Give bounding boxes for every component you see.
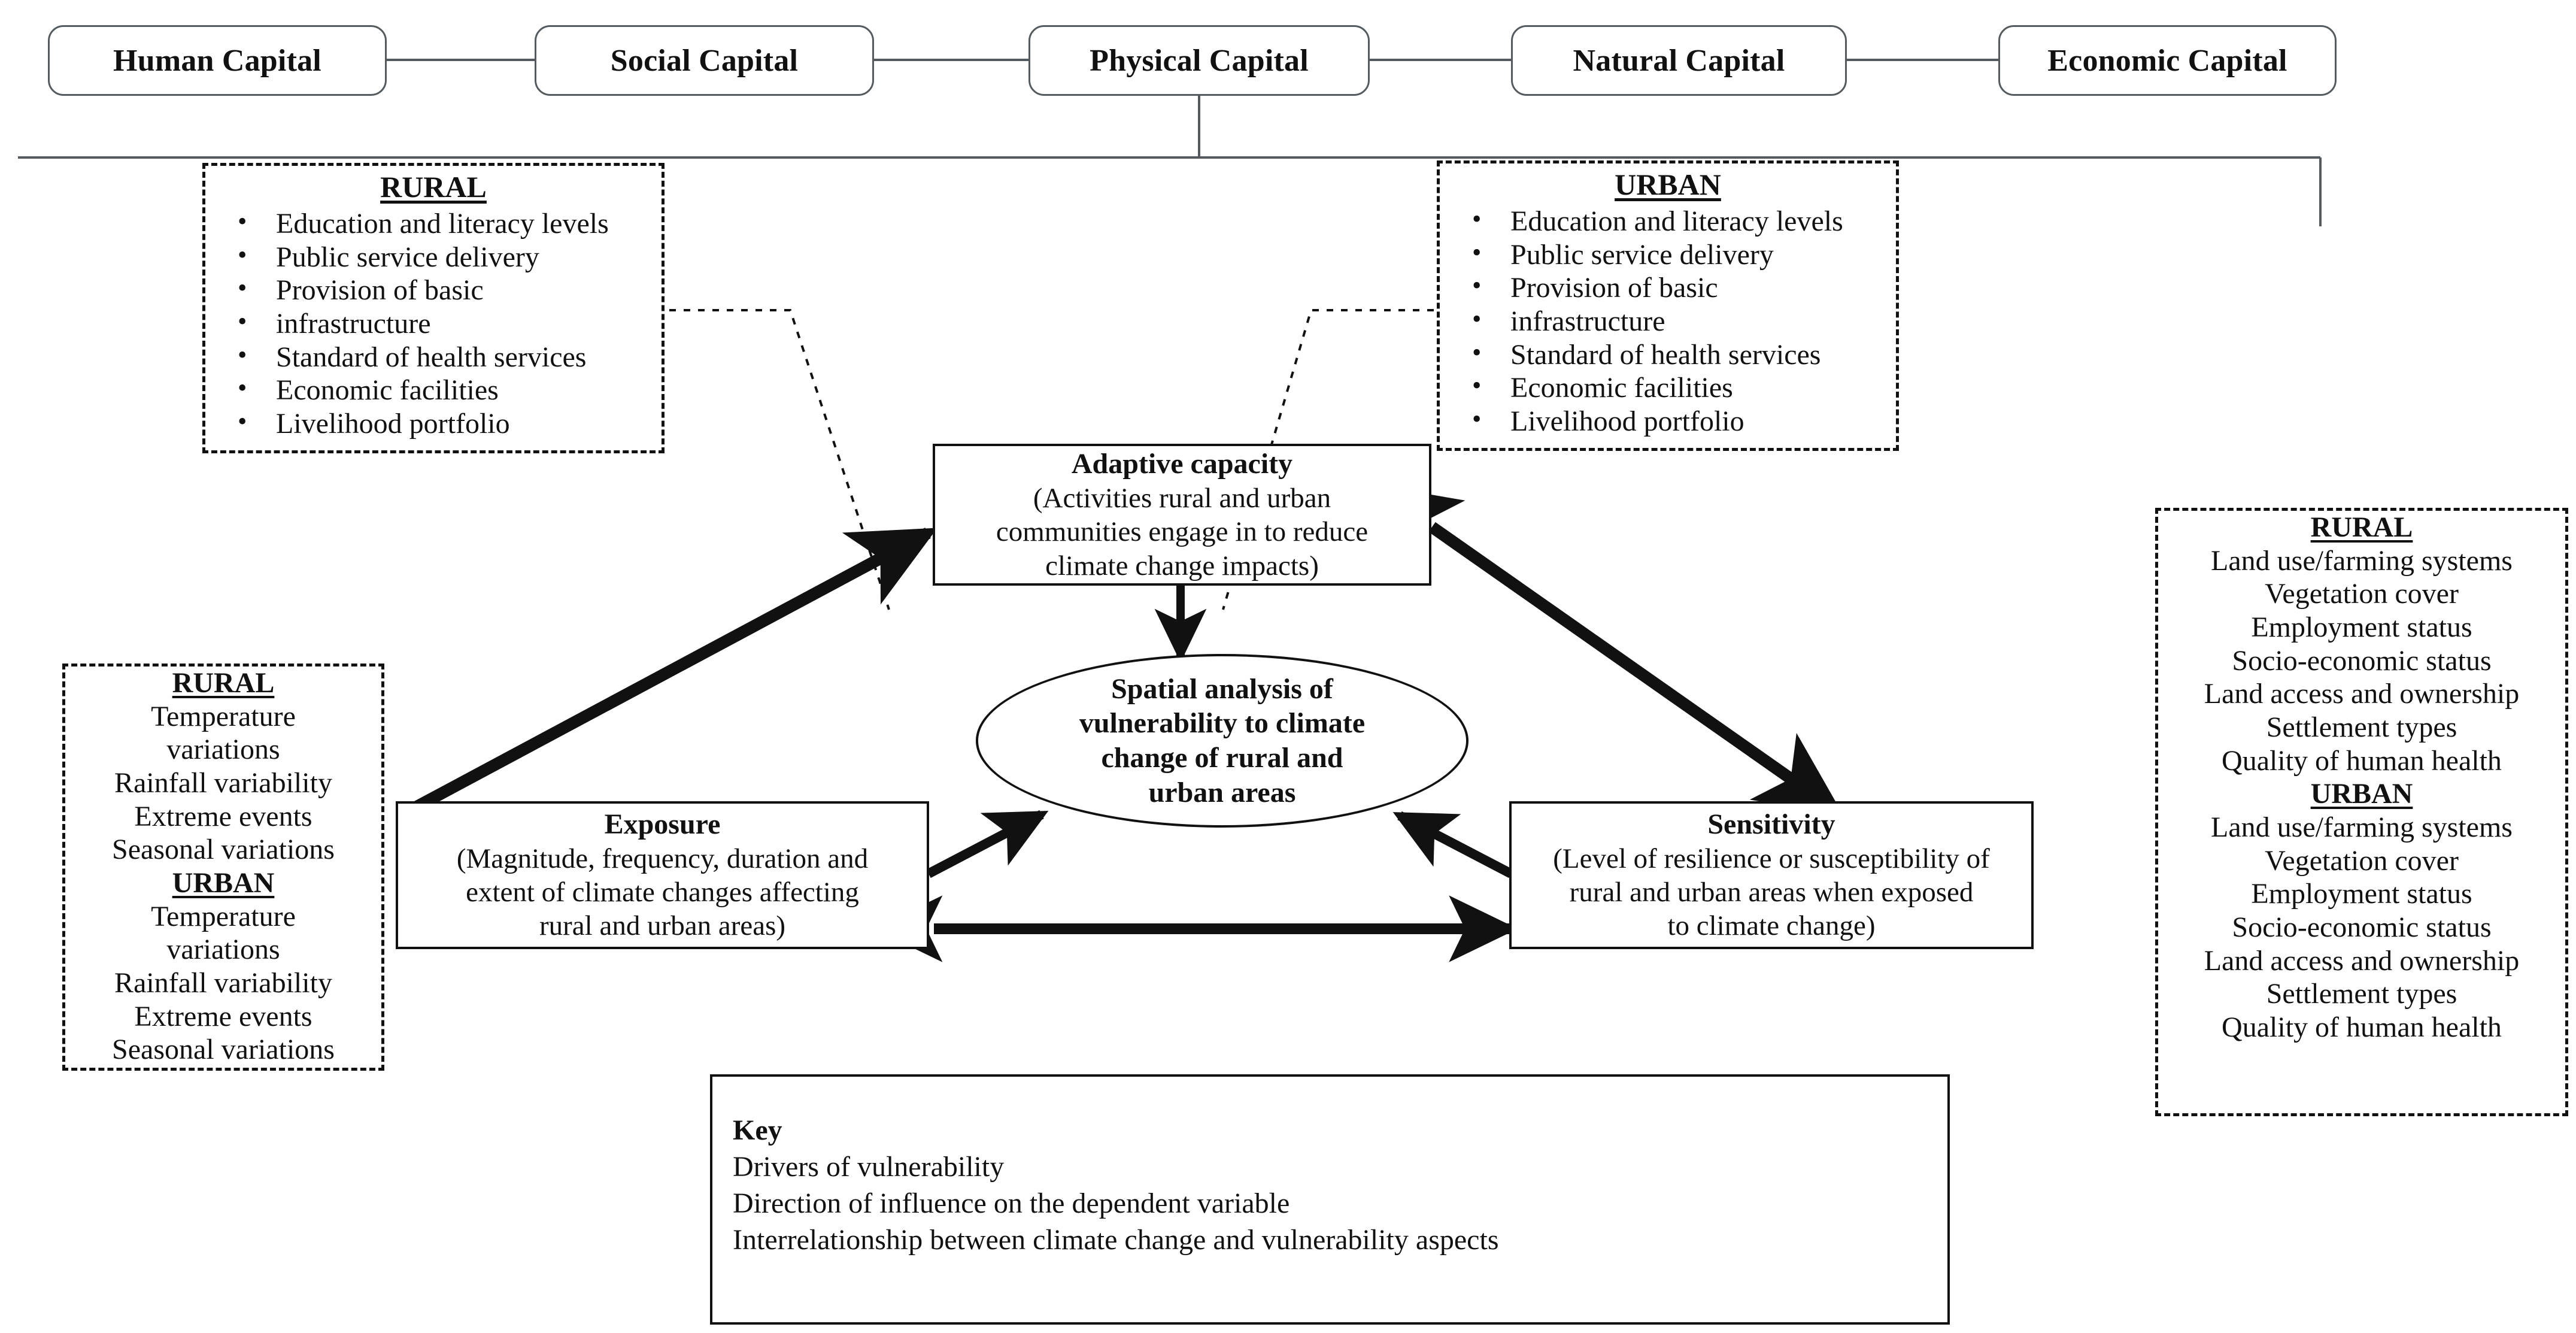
- list-item-continuation: infrastructure: [1446, 304, 1890, 338]
- drivers-center-list: RURAL Land use/farming systems Vegetatio…: [2161, 511, 2563, 1044]
- ellipse-line: Spatial analysis of: [1111, 672, 1333, 705]
- exposure-drivers-box: RURAL Temperature variations Rainfall va…: [62, 664, 384, 1071]
- drivers-title: URBAN: [1615, 168, 1721, 201]
- drivers-list: Education and literacy levels Public ser…: [211, 206, 656, 441]
- box-title: Exposure: [604, 808, 721, 841]
- list-item: Provision of basic: [1446, 270, 1890, 305]
- list-item: Employment status: [2251, 878, 2472, 910]
- list-item: Employment status: [2251, 611, 2472, 644]
- key-title: Key: [733, 1114, 782, 1146]
- list-item: Extreme events: [134, 800, 312, 832]
- list-item: Seasonal variations: [112, 1034, 335, 1066]
- capital-box-economic[interactable]: Economic Capital: [1998, 25, 2337, 96]
- list-item: Land use/farming systems: [2211, 544, 2513, 577]
- drivers-title: RURAL: [380, 170, 487, 204]
- list-item: variations: [166, 934, 280, 966]
- list-item: Temperature: [151, 700, 296, 732]
- box-line: (Level of resilience or susceptibility o…: [1553, 843, 1990, 874]
- key-row-label-direction: Direction of influence on the dependent …: [733, 1187, 1290, 1219]
- list-item: Land use/farming systems: [2211, 811, 2513, 844]
- list-item: Economic facilities: [211, 372, 656, 407]
- central-ellipse[interactable]: Spatial analysis of vulnerability to cli…: [976, 654, 1468, 828]
- list-item: Quality of human health: [2222, 1011, 2502, 1044]
- list-item: Settlement types: [2266, 711, 2457, 744]
- capital-label: Human Capital: [113, 43, 321, 78]
- list-item: Quality of human health: [2222, 744, 2502, 777]
- list-item: Public service delivery: [1446, 237, 1890, 272]
- list-item: Land access and ownership: [2204, 944, 2520, 977]
- list-item: Socio-economic status: [2232, 644, 2492, 677]
- list-item: Standard of health services: [211, 340, 656, 374]
- sensitivity-box[interactable]: Sensitivity (Level of resilience or susc…: [1509, 801, 2034, 949]
- list-item: Livelihood portfolio: [211, 406, 656, 441]
- list-item: Settlement types: [2266, 978, 2457, 1010]
- urban-title: URBAN: [2310, 778, 2413, 810]
- capital-label: Physical Capital: [1090, 43, 1309, 78]
- drivers-center-list: RURAL Temperature variations Rainfall va…: [69, 666, 378, 1067]
- list-item: Provision of basic: [211, 272, 656, 307]
- ellipse-line: change of rural and: [1101, 742, 1343, 774]
- list-item: Education and literacy levels: [211, 206, 656, 241]
- box-line: communities engage in to reduce: [996, 516, 1369, 548]
- rural-title: RURAL: [2310, 511, 2413, 543]
- list-item: Livelihood portfolio: [1446, 404, 1890, 438]
- list-item: Seasonal variations: [112, 834, 335, 866]
- key-row-label-drivers: Drivers of vulnerability: [733, 1151, 1005, 1183]
- sensitivity-drivers-box: RURAL Land use/farming systems Vegetatio…: [2155, 508, 2568, 1116]
- capital-box-social[interactable]: Social Capital: [535, 25, 874, 96]
- adaptive-urban-drivers-box: URBAN Education and literacy levels Publ…: [1437, 160, 1899, 451]
- ellipse-line: vulnerability to climate: [1079, 707, 1366, 740]
- ellipse-line: urban areas: [1148, 776, 1296, 808]
- list-item: Rainfall variability: [114, 767, 332, 799]
- box-line: to climate change): [1667, 910, 1876, 942]
- box-line: extent of climate changes affecting: [466, 877, 859, 908]
- adaptive-capacity-box[interactable]: Adaptive capacity (Activities rural and …: [933, 444, 1431, 586]
- list-item: variations: [166, 734, 280, 766]
- capital-label: Economic Capital: [2047, 43, 2287, 78]
- list-item-continuation: infrastructure: [211, 306, 656, 341]
- urban-title: URBAN: [172, 867, 275, 899]
- list-item: Education and literacy levels: [1446, 204, 1890, 238]
- adaptive-sensitivity-arrow: [1371, 484, 1844, 816]
- exposure-to-adaptive-arrow: [399, 528, 937, 820]
- rural-title: RURAL: [172, 667, 275, 699]
- list-item: Standard of health services: [1446, 337, 1890, 372]
- capital-box-natural[interactable]: Natural Capital: [1511, 25, 1847, 96]
- list-item: Land access and ownership: [2204, 678, 2520, 710]
- box-title: Adaptive capacity: [1071, 448, 1293, 480]
- capital-box-human[interactable]: Human Capital: [48, 25, 387, 96]
- box-line: climate change impacts): [1045, 550, 1319, 581]
- list-item: Socio-economic status: [2232, 911, 2492, 944]
- key-row-label-interrelationship: Interrelationship between climate change…: [733, 1224, 1499, 1256]
- box-title: Sensitivity: [1707, 808, 1835, 841]
- capital-box-physical[interactable]: Physical Capital: [1028, 25, 1370, 96]
- capital-label: Natural Capital: [1573, 43, 1785, 78]
- capital-label: Social Capital: [610, 43, 799, 78]
- box-line: (Activities rural and urban: [1033, 482, 1331, 514]
- box-line: (Magnitude, frequency, duration and: [456, 843, 869, 874]
- box-line: rural and urban areas when exposed: [1569, 877, 1974, 908]
- list-item: Rainfall variability: [114, 967, 332, 999]
- exposure-box[interactable]: Exposure (Magnitude, frequency, duration…: [396, 801, 929, 949]
- box-line: rural and urban areas): [539, 910, 786, 942]
- drivers-list: Education and literacy levels Public ser…: [1446, 204, 1890, 438]
- ellipse-text: Spatial analysis of vulnerability to cli…: [1040, 672, 1404, 810]
- list-item: Economic facilities: [1446, 370, 1890, 405]
- adaptive-rural-drivers-box: RURAL Education and literacy levels Publ…: [202, 163, 665, 453]
- list-item: Vegetation cover: [2265, 578, 2459, 610]
- list-item: Extreme events: [134, 1000, 312, 1032]
- key-legend-box: Key Drivers of vulnerability Direction o…: [710, 1074, 1950, 1325]
- list-item: Public service delivery: [211, 240, 656, 274]
- rural-driver-dotted-connector: [641, 309, 890, 610]
- list-item: Vegetation cover: [2265, 844, 2459, 877]
- list-item: Temperature: [151, 900, 296, 932]
